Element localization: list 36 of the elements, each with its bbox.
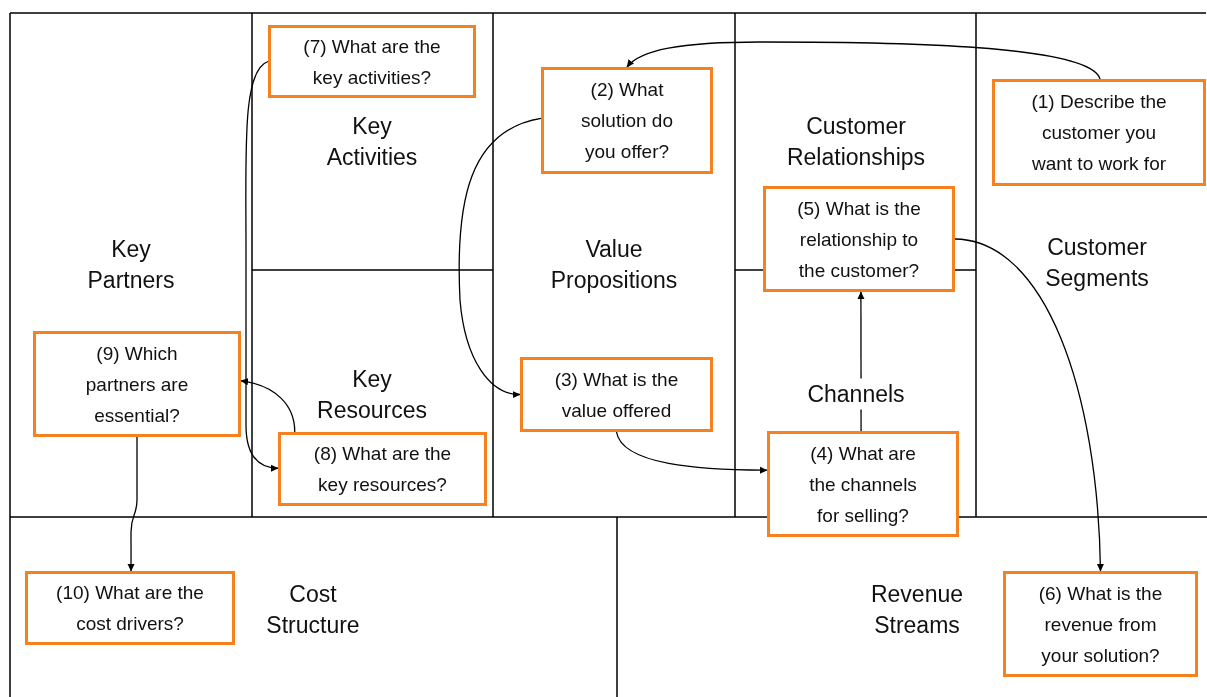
question-box <box>992 79 1206 186</box>
section-title: Key Activities <box>325 112 419 172</box>
question-text: (1) Describe the customer you want to work for <box>1030 90 1168 176</box>
section-title: Customer Relationships <box>785 112 927 172</box>
question-text: (3) What is the value offered <box>553 367 680 423</box>
question-text: (5) What is the relationship to the customer? <box>796 196 922 283</box>
arrow <box>954 238 1104 572</box>
arrow <box>240 378 296 433</box>
arrow <box>458 117 542 398</box>
question-box <box>541 67 713 174</box>
question-text: (4) What are the channels for selling? <box>808 441 918 528</box>
question-box <box>278 432 487 506</box>
question-box <box>763 186 955 292</box>
arrow <box>857 291 865 432</box>
question-text: (2) What solution do you offer? <box>580 78 674 164</box>
section-title: Cost Structure <box>265 580 361 640</box>
arrow <box>615 431 768 474</box>
arrow <box>127 436 138 572</box>
question-text: (8) What are the key resources? <box>312 442 453 497</box>
question-box <box>767 431 959 537</box>
question-box <box>268 25 476 98</box>
question-box <box>25 571 235 645</box>
question-text: (9) Which partners are essential? <box>84 341 190 428</box>
section-title: Key Partners <box>86 235 176 295</box>
arrow <box>245 60 279 472</box>
question-text: (6) What is the revenue from your solution? <box>1037 581 1164 668</box>
question-text: (7) What are the key activities? <box>302 34 442 90</box>
section-title: Value Propositions <box>549 235 679 295</box>
question-text: (10) What are the cost drivers? <box>55 581 205 636</box>
section-title: Key Resources <box>316 365 428 425</box>
question-box <box>33 331 241 437</box>
section-title: Revenue Streams <box>869 580 965 640</box>
question-box <box>520 357 713 432</box>
arrow <box>626 41 1101 80</box>
section-title: Customer Segments <box>1044 233 1150 293</box>
question-box <box>1003 571 1198 677</box>
